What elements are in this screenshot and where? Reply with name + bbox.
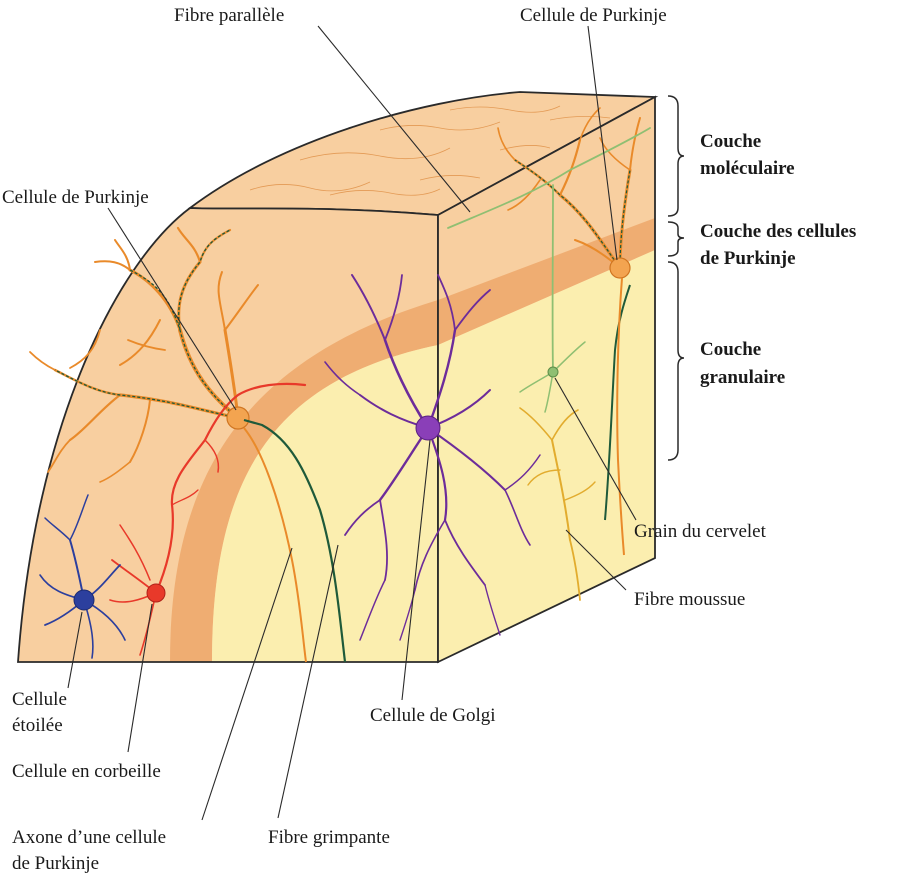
front-purkinje-band — [170, 300, 438, 662]
label-couche-purkinje-1: Couche des cellules — [700, 221, 857, 242]
label-couche-purkinje-2: de Purkinje — [700, 248, 796, 269]
label-couche-granulaire-1: Couche — [700, 339, 762, 360]
granule-cell-soma — [547, 366, 559, 378]
label-etoilee-1: Cellule — [12, 689, 67, 710]
label-couche-moleculaire-2: moléculaire — [700, 158, 795, 179]
leader-lines — [67, 25, 637, 821]
layer-brackets — [667, 95, 685, 461]
label-grimpante: Fibre grimpante — [268, 827, 390, 848]
label-fibre-parallele: Fibre parallèle — [174, 5, 285, 26]
label-couche-granulaire-2: granulaire — [700, 367, 786, 388]
label-purkinje-top: Cellule de Purkinje — [520, 5, 667, 26]
label-axone-2: de Purkinje — [12, 853, 100, 874]
climbing-fiber-side — [604, 284, 631, 521]
top-surface-texture — [249, 105, 611, 196]
purkinje-left-axon — [243, 427, 307, 663]
label-grain: Grain du cervelet — [634, 521, 766, 542]
purkinje-right-axon — [616, 277, 625, 556]
purkinje-left-climbing-spiral — [54, 229, 239, 419]
climbing-fiber-front — [243, 418, 347, 663]
label-golgi: Cellule de Golgi — [370, 705, 496, 726]
label-axone-1: Axone d’une cellule — [12, 827, 167, 848]
label-couche-moleculaire-1: Couche — [700, 131, 762, 152]
front-face — [17, 207, 439, 663]
front-granular-core — [212, 345, 438, 662]
basket-cell-soma — [146, 583, 166, 603]
label-etoilee-2: étoilée — [12, 715, 63, 736]
label-purkinje-left: Cellule de Purkinje — [2, 187, 149, 208]
purkinje-right-soma — [609, 257, 631, 279]
label-corbeille: Cellule en corbeille — [12, 761, 161, 782]
purkinje-left-soma — [226, 406, 250, 430]
mossy-fiber — [519, 407, 596, 601]
stellate-cell-soma — [73, 589, 95, 611]
label-fibre-moussue: Fibre moussue — [634, 589, 746, 610]
golgi-cell-soma — [415, 415, 441, 441]
side-granular — [438, 250, 655, 662]
side-purkinje-band — [438, 218, 655, 345]
